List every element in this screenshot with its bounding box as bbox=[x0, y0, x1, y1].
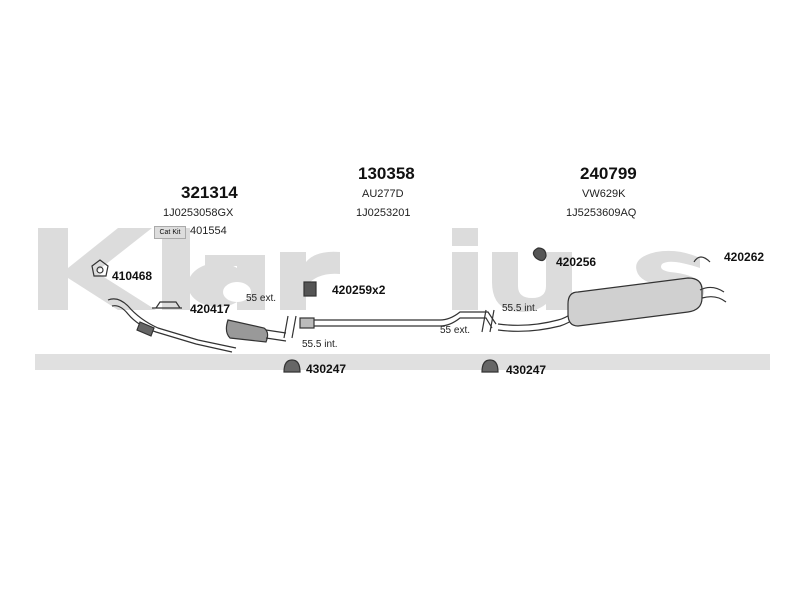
accessory-420259x2: 420259x2 bbox=[332, 283, 386, 297]
oem-ref-1j0253201: 1J0253201 bbox=[356, 207, 411, 219]
accessory-420417: 420417 bbox=[190, 302, 231, 316]
dim-55-5-int-front: 55.5 int. bbox=[302, 339, 338, 350]
oem-ref-1j0253058gx: 1J0253058GX bbox=[163, 207, 234, 219]
mount-icon bbox=[303, 281, 317, 297]
rear-silencer-drawing bbox=[567, 277, 703, 327]
rubber-hanger-icon-1 bbox=[283, 359, 301, 373]
clamp-icon bbox=[152, 301, 182, 309]
catkit-number: 401554 bbox=[190, 225, 227, 237]
accessory-420256: 420256 bbox=[556, 255, 597, 269]
dim-55-ext-rear: 55 ext. bbox=[440, 325, 471, 336]
oem-ref-au277d: AU277D bbox=[362, 188, 404, 200]
accessory-410468: 410468 bbox=[112, 269, 153, 283]
hanger-rear-icon bbox=[693, 256, 711, 263]
accessory-430247-front: 430247 bbox=[306, 362, 347, 376]
gasket-icon bbox=[91, 259, 109, 277]
middle-pipe-drawing bbox=[300, 311, 497, 329]
accessory-420262: 420262 bbox=[724, 250, 765, 264]
part-number-321314: 321314 bbox=[181, 183, 238, 202]
dim-55-ext-front: 55 ext. bbox=[246, 293, 277, 304]
part-number-130358: 130358 bbox=[358, 164, 415, 183]
catkit-badge: Cat Kit bbox=[154, 226, 186, 239]
oem-ref-1j5253609aq: 1J5253609AQ bbox=[566, 207, 637, 219]
rubber-hanger-icon-2 bbox=[481, 359, 499, 373]
part-number-240799: 240799 bbox=[580, 164, 637, 183]
oem-ref-vw629k: VW629K bbox=[582, 188, 626, 200]
dim-55-5-int-rear: 55.5 int. bbox=[502, 303, 538, 314]
hanger-icon bbox=[532, 247, 547, 262]
catalytic-converter-drawing bbox=[225, 319, 269, 343]
accessory-430247-rear: 430247 bbox=[506, 363, 547, 377]
